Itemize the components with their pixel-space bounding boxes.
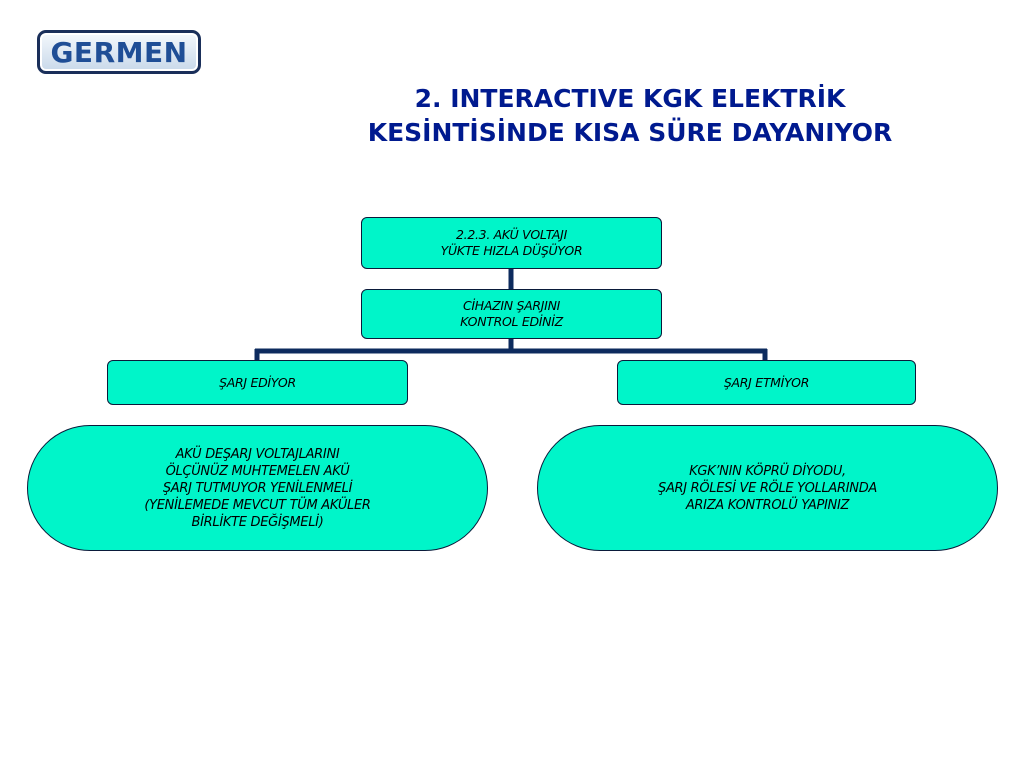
node-line: ARIZA KONTROLÜ YAPINIZ xyxy=(685,497,850,513)
node-battery-voltage-drops: 2.2.3. AKÜ VOLTAJI YÜKTE HIZLA DÜŞÜYOR xyxy=(361,217,662,269)
node-charging-action: AKÜ DEŞARJ VOLTAJLARINI ÖLÇÜNÜZ MUHTEMEL… xyxy=(27,425,488,551)
node-line: AKÜ DEŞARJ VOLTAJLARINI xyxy=(175,446,340,462)
page-title: 2. INTERACTIVE KGK ELEKTRİK KESİNTİSİNDE… xyxy=(260,82,1000,150)
node-line: (YENİLEMEDE MEVCUT TÜM AKÜLER xyxy=(144,497,371,513)
node-line: ŞARJ TUTMUYOR YENİLENMELİ xyxy=(162,480,353,496)
title-line-2: KESİNTİSİNDE KISA SÜRE DAYANIYOR xyxy=(367,118,893,147)
title-line-1: 2. INTERACTIVE KGK ELEKTRİK xyxy=(414,84,846,113)
node-line: BİRLİKTE DEĞİŞMELİ) xyxy=(191,514,324,530)
node-line: KGK’NIN KÖPRÜ DİYODU, xyxy=(689,463,846,479)
node-not-charging: ŞARJ ETMİYOR xyxy=(617,360,916,405)
node-line: 2.2.3. AKÜ VOLTAJI xyxy=(456,227,567,242)
germen-logo: GERMEN xyxy=(37,30,201,74)
node-not-charging-action: KGK’NIN KÖPRÜ DİYODU, ŞARJ RÖLESİ VE RÖL… xyxy=(537,425,998,551)
node-check-charging: CİHAZIN ŞARJINI KONTROL EDİNİZ xyxy=(361,289,662,339)
node-line: ŞARJ RÖLESİ VE RÖLE YOLLARINDA xyxy=(658,480,877,496)
node-line: ÖLÇÜNÜZ MUHTEMELEN AKÜ xyxy=(165,463,350,479)
node-line: ŞARJ EDİYOR xyxy=(219,374,296,390)
node-line: KONTROL EDİNİZ xyxy=(460,314,563,329)
node-line: ŞARJ ETMİYOR xyxy=(723,374,810,390)
node-line: CİHAZIN ŞARJINI xyxy=(462,298,561,313)
node-line: YÜKTE HIZLA DÜŞÜYOR xyxy=(440,243,583,258)
node-charging: ŞARJ EDİYOR xyxy=(107,360,408,405)
logo-text: GERMEN xyxy=(50,35,188,69)
